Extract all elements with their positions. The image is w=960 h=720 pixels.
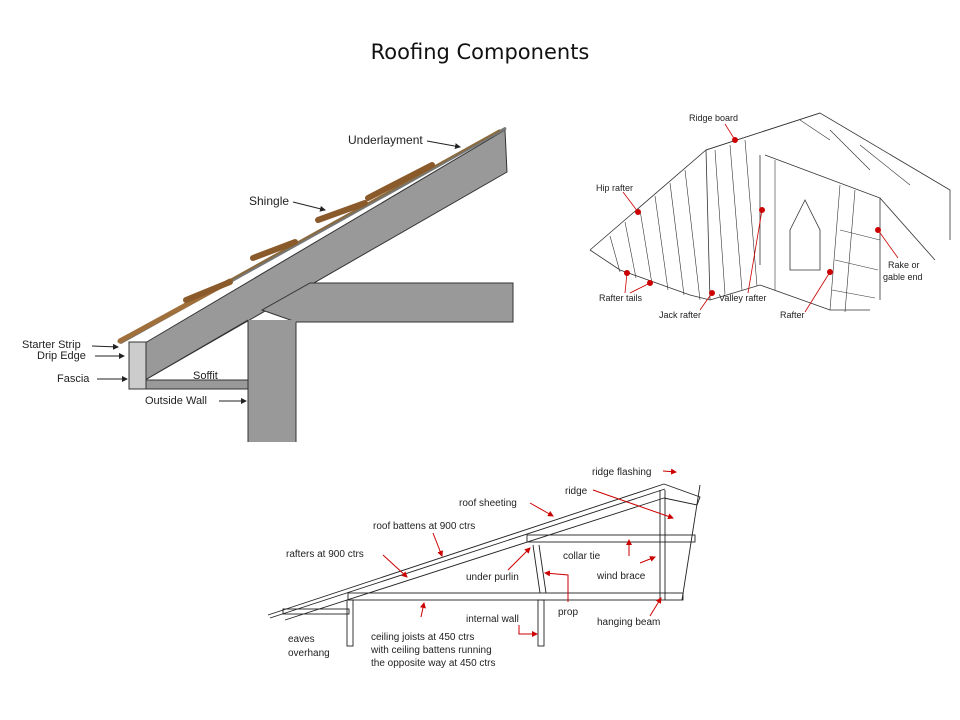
label-roof-sheeting: roof sheeting [459,498,517,509]
label-drip-edge: Drip Edge [37,350,86,362]
label-soffit: Soffit [193,370,218,382]
outside-wall-shape [248,320,296,442]
label-starter-strip: Starter Strip [22,339,81,351]
eave-labels: Underlayment Shingle Starter Strip Drip … [22,133,461,407]
label-hanging-beam: hanging beam [597,617,660,628]
label-collar-tie: collar tie [563,551,601,562]
slide-title: Roofing Components [370,40,590,64]
label-rake-line2: gable end [883,272,923,282]
label-valley-rafter: Valley rafter [719,293,766,303]
label-ceiling-line3: the opposite way at 450 ctrs [371,658,496,669]
label-under-purlin: under purlin [466,572,519,583]
label-fascia: Fascia [57,373,90,385]
eave-structure [117,126,514,442]
label-rafter: Rafter [780,310,805,320]
label-rafter-tails: Rafter tails [599,293,643,303]
shingles [117,162,435,344]
label-ridge: ridge [565,486,588,497]
rafter-shape [144,129,508,381]
label-roof-battens: roof battens at 900 ctrs [373,521,475,532]
label-rafters: rafters at 900 ctrs [286,549,364,560]
label-outside-wall: Outside Wall [145,395,207,407]
label-eaves-line2: overhang [288,648,330,659]
label-eaves-line1: eaves [288,634,315,645]
ceiling-joist-shape [260,282,514,323]
label-hip-rafter: Hip rafter [596,183,633,193]
label-shingle: Shingle [249,194,289,208]
fascia-board [128,341,147,390]
label-wind-brace: wind brace [596,571,646,582]
roof-section-diagram [267,483,701,647]
label-internal-wall: internal wall [466,614,519,625]
section-labels: ridge flashing ridge roof sheeting roof … [286,467,677,669]
label-ceiling-line1: ceiling joists at 450 ctrs [371,632,474,643]
framing-markers [622,123,899,313]
framing-labels: Ridge board Hip rafter Rafter tails Jack… [596,113,923,320]
label-ridge-flashing: ridge flashing [592,467,651,478]
label-rake-line1: Rake or [888,260,920,270]
label-prop: prop [558,607,578,618]
roof-framing-diagram [589,112,951,313]
label-jack-rafter: Jack rafter [659,310,701,320]
label-underlayment: Underlayment [348,133,423,147]
label-ridge-board: Ridge board [689,113,738,123]
label-ceiling-line2: with ceiling battens running [370,645,492,656]
